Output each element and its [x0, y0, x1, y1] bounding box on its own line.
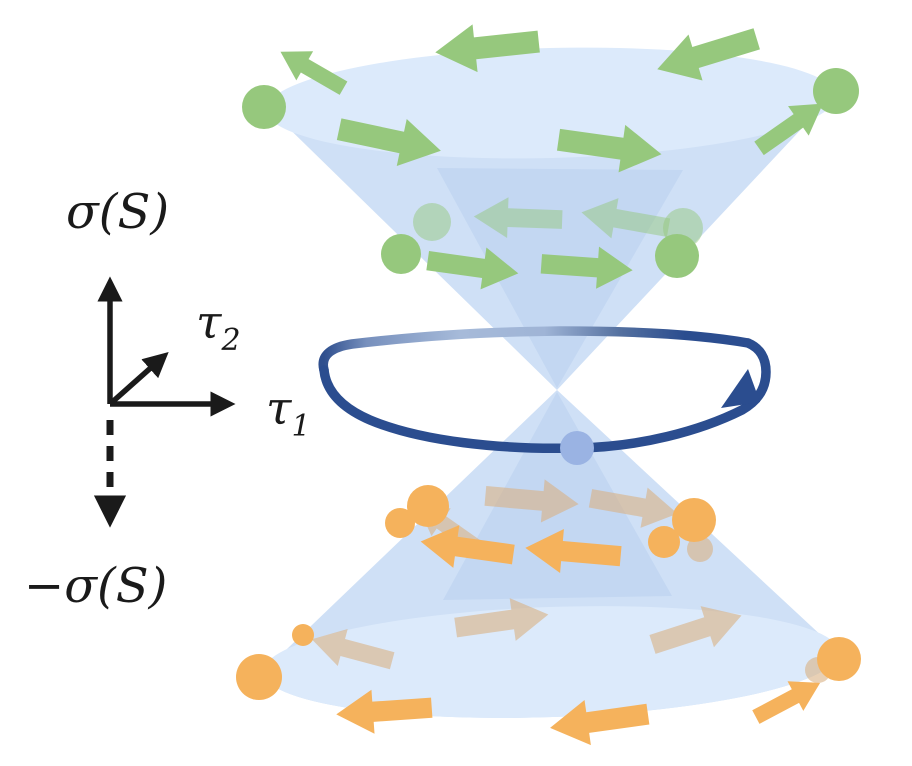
- loop-path-front: [319, 338, 771, 454]
- spin-site-sphere: [672, 498, 716, 542]
- upper-spin-ring-top: [242, 15, 859, 179]
- spin-site-sphere: [407, 485, 449, 527]
- spin-site-sphere: [381, 234, 421, 274]
- tau1-axis-label: τ1: [266, 381, 311, 444]
- loop-direction-arrowhead: [721, 369, 760, 408]
- spin-site-sphere: [655, 234, 699, 278]
- spin-site-sphere: [236, 654, 282, 700]
- lower-spin-ring-top: [385, 474, 716, 579]
- spin-site-sphere: [648, 526, 680, 558]
- loop-path-back: [318, 326, 753, 375]
- spin-site-sphere: [817, 637, 861, 681]
- neg-sigma-axis-label: −σ(S): [24, 558, 167, 614]
- spin-site-sphere: [242, 85, 286, 129]
- lower-spin-ring-bottom: [236, 593, 861, 751]
- loop-state-sphere: [560, 431, 594, 465]
- spin-site-sphere: [385, 508, 415, 538]
- upper-spin-ring-mid: [381, 192, 703, 295]
- axis-legend: σ(S) τ2 τ1 −σ(S): [24, 184, 311, 614]
- spin-site-sphere: [813, 68, 859, 114]
- tau2-axis-arrow: [108, 351, 169, 407]
- spin-site-sphere: [292, 624, 314, 646]
- tau2-axis-label: τ2: [196, 295, 241, 358]
- berry-loop: [318, 326, 771, 465]
- sigma-axis-label: σ(S): [66, 184, 169, 240]
- spin-site-sphere-faded: [413, 203, 451, 241]
- spin-site-sphere-faded: [687, 536, 713, 562]
